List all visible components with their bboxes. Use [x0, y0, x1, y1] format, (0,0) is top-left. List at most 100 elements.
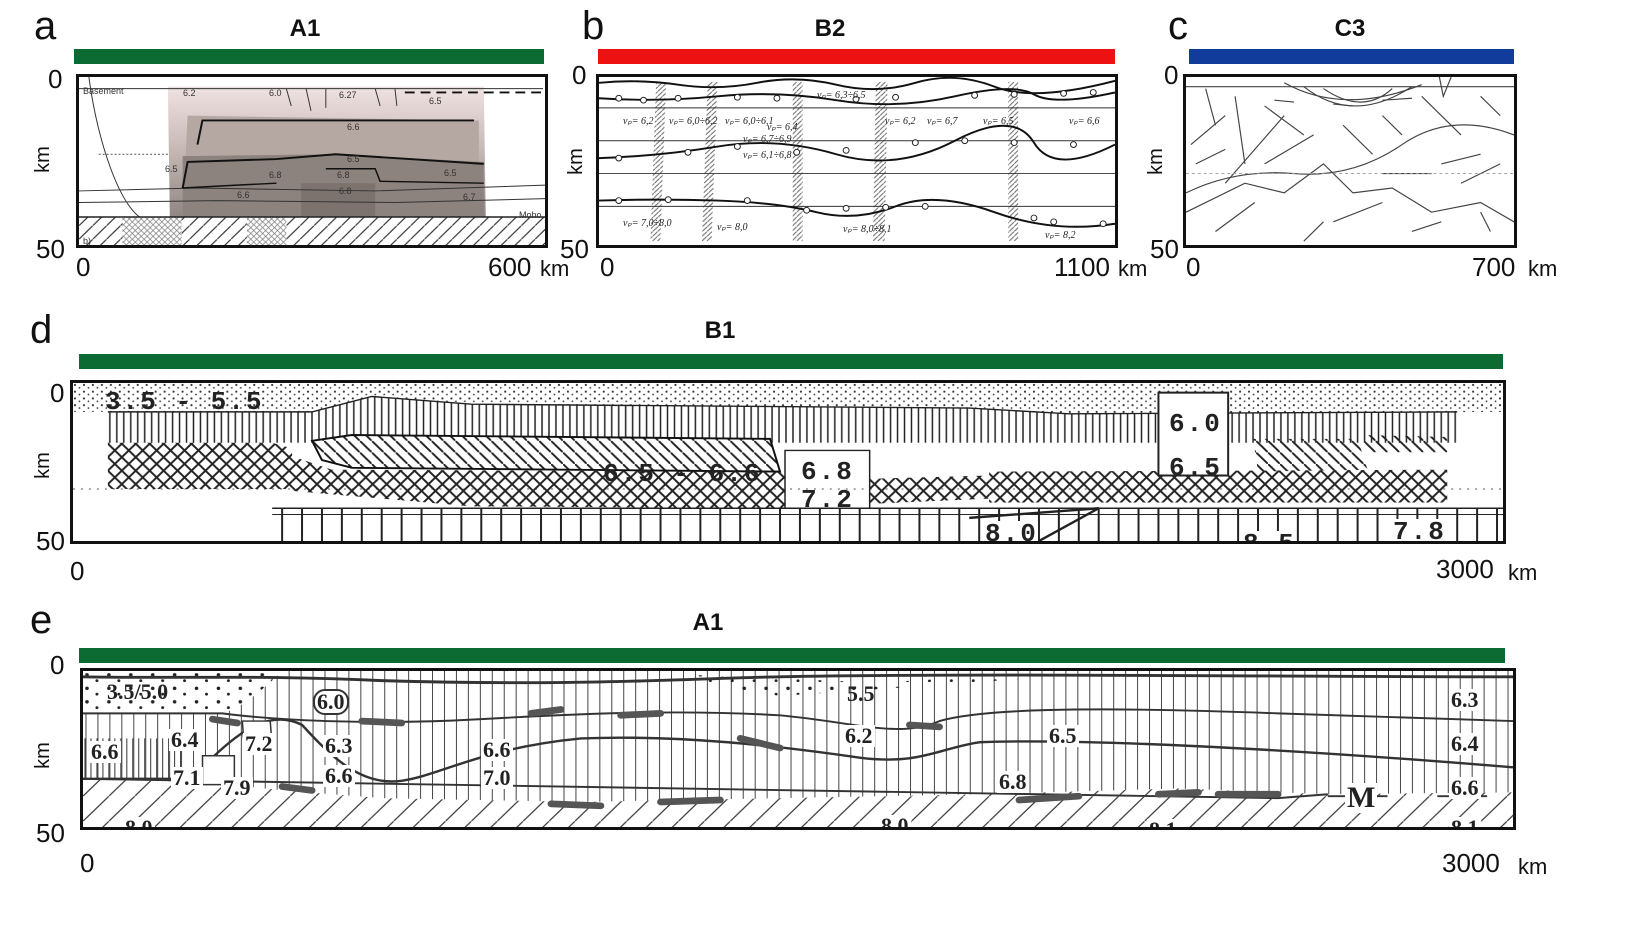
panel-a-vel: 6.5 — [444, 168, 457, 178]
panel-d-x-right: 3000 — [1436, 554, 1494, 584]
panel-e-letter: e — [30, 598, 53, 642]
panel-b-vel: vₚ= 6,3÷6,5 — [817, 90, 866, 101]
panel-b-y-unit: km — [564, 148, 587, 175]
panel-e-vel: 7.2 — [243, 731, 275, 756]
panel-e-vel: 7.1 — [171, 765, 203, 790]
panel-a-vel: 6.27 — [339, 90, 357, 100]
panel-d-y-top: 0 — [50, 378, 65, 408]
panel-d-vel: 7.8 — [1393, 517, 1446, 544]
panel-c-x-right: 700 — [1472, 252, 1516, 282]
panel-a-section-drawing — [79, 77, 545, 245]
panel-a-moho-label: Moho — [519, 210, 542, 220]
panel-d-vel: 6.5 - 6.6 — [603, 459, 762, 489]
panel-b-vel: vₚ= 6,4 — [767, 122, 798, 133]
panel-e-vel: 8.1 — [1449, 817, 1481, 827]
panel-e-vel: 6.6 — [1449, 775, 1481, 800]
panel-d-sed-vel: 3.5 - 5.5 — [105, 387, 264, 417]
panel-d-section: 3.5 - 5.5 6.0 6.5 6.5 - 6.6 6.8 7.2 8.0 … — [70, 380, 1506, 544]
panel-c-y-unit: km — [1144, 148, 1167, 175]
panel-c-title: C3 — [1334, 15, 1366, 42]
panel-e-vel: 7.9 — [221, 775, 253, 800]
panel-d-letter: d — [30, 308, 53, 352]
panel-a-vel: 6.5 — [165, 164, 178, 174]
panel-e-x-left: 0 — [80, 848, 95, 878]
panel-a-color-bar — [74, 49, 544, 64]
panel-d-title: B1 — [704, 317, 736, 344]
panel-c-x-unit: km — [1528, 256, 1558, 281]
panel-c-y-top: 0 — [1164, 60, 1179, 90]
panel-b-vel: vₚ= 8,0÷8,1 — [843, 224, 892, 235]
panel-d-y-unit: km — [31, 452, 54, 479]
panel-b-vel: vₚ= 6,2 — [885, 116, 916, 127]
panel-e-vel: 5.5 — [847, 681, 875, 706]
panel-a-vel: 6.8 — [269, 170, 282, 180]
panel-b-letter: b — [582, 4, 605, 48]
panel-b-vel: vₚ= 6,6 — [1069, 116, 1100, 127]
panel-a-vel: 6.2 — [183, 88, 196, 98]
panel-d-vel: 6.5 — [1169, 453, 1222, 483]
panel-a-vel: 6.8 — [339, 186, 352, 196]
panel-b-x-right: 1100 — [1054, 252, 1110, 282]
panel-a-letter: a — [34, 4, 57, 48]
panel-a-y-top: 0 — [48, 64, 63, 94]
panel-a-section: Basement Moho b) 6.2 6.0 6.27 6.5 6.6 6.… — [76, 74, 548, 248]
panel-e-x-unit: km — [1518, 854, 1548, 879]
panel-c-color-bar — [1189, 49, 1514, 64]
panel-a-title: A1 — [289, 15, 321, 42]
panel-d-vel: 8.5 — [1243, 531, 1296, 541]
panel-e-vel: 6.6 — [89, 739, 121, 764]
panel-e-vel: 8.0 — [123, 817, 155, 827]
panel-d-x-unit: km — [1508, 560, 1538, 585]
panel-a-basement-label: Basement — [83, 86, 124, 96]
panel-a-x-unit: km — [540, 256, 570, 281]
panel-e-x-right: 3000 — [1442, 848, 1500, 878]
panel-b-vel: vₚ= 7,0÷8,0 — [623, 218, 672, 229]
panel-e-title: A1 — [692, 609, 724, 636]
panel-e-color-bar — [79, 648, 1505, 663]
panel-b-y-top: 0 — [572, 60, 587, 90]
panel-c-letter: c — [1168, 4, 1188, 48]
panel-e-vel: 8.0 — [879, 815, 911, 827]
panel-a-vel: 6.5 — [347, 154, 360, 164]
panel-c-y-bottom: 50 — [1150, 234, 1179, 264]
panel-d-section-drawing — [73, 383, 1503, 541]
panel-a-b-label: b) — [83, 236, 92, 246]
panel-e-vel: 6.3 — [323, 733, 355, 758]
panel-b-vel: vₚ= 8,2 — [1045, 230, 1076, 241]
panel-e-vel: 7.0 — [481, 765, 513, 790]
panel-e-vel: 6.2 — [843, 723, 875, 748]
panel-d-vel: 6.0 — [1169, 409, 1222, 439]
panel-e-vel: 3.5/5.0 — [107, 679, 169, 704]
panel-a-vel: 6.5 — [429, 96, 442, 106]
panel-b-vel: vₚ= 6,0÷6,2 — [669, 116, 718, 127]
panel-b-section-drawing — [599, 77, 1115, 242]
panel-a-vel: 6.6 — [347, 122, 360, 132]
panel-e-y-bottom: 50 — [36, 818, 65, 848]
panel-e-vel: 6.4 — [169, 727, 201, 752]
panel-e-moho-label: M — [1345, 781, 1378, 814]
panel-a-vel: 6.6 — [237, 190, 250, 200]
panel-e-vel: 6.6 — [481, 737, 513, 762]
panel-e-section-drawing — [83, 671, 1513, 827]
panel-a-vel: 6.8 — [337, 170, 350, 180]
panel-a-y-bottom: 50 — [36, 234, 65, 264]
panel-e-vel: 6.6 — [323, 763, 355, 788]
panel-b-y-bottom: 50 — [560, 234, 589, 264]
panel-e-vel: 8.1 — [1147, 819, 1179, 827]
panel-e-y-top: 0 — [50, 650, 65, 680]
panel-e-vel: 6.4 — [1449, 731, 1481, 756]
panel-c-section — [1183, 74, 1517, 248]
panel-b-vel: vₚ= 6,7÷6,9 — [743, 134, 792, 145]
panel-d-y-bottom: 50 — [36, 526, 65, 556]
panel-b-vel: vₚ= 8,0 — [717, 222, 748, 233]
panel-b-color-bar — [598, 49, 1115, 64]
panel-e-y-unit: km — [31, 742, 54, 769]
panel-a-y-unit: km — [31, 146, 54, 173]
panel-b-vel: vₚ= 6,7 — [927, 116, 958, 127]
panel-d-vel: 6.8 — [801, 457, 854, 487]
panel-d-x-left: 0 — [70, 556, 85, 586]
panel-c-section-drawing — [1186, 77, 1514, 242]
panel-b-x-left: 0 — [600, 252, 615, 282]
panel-e-vel: 6.0 — [313, 689, 349, 715]
panel-e-vel: 6.5 — [1047, 723, 1079, 748]
